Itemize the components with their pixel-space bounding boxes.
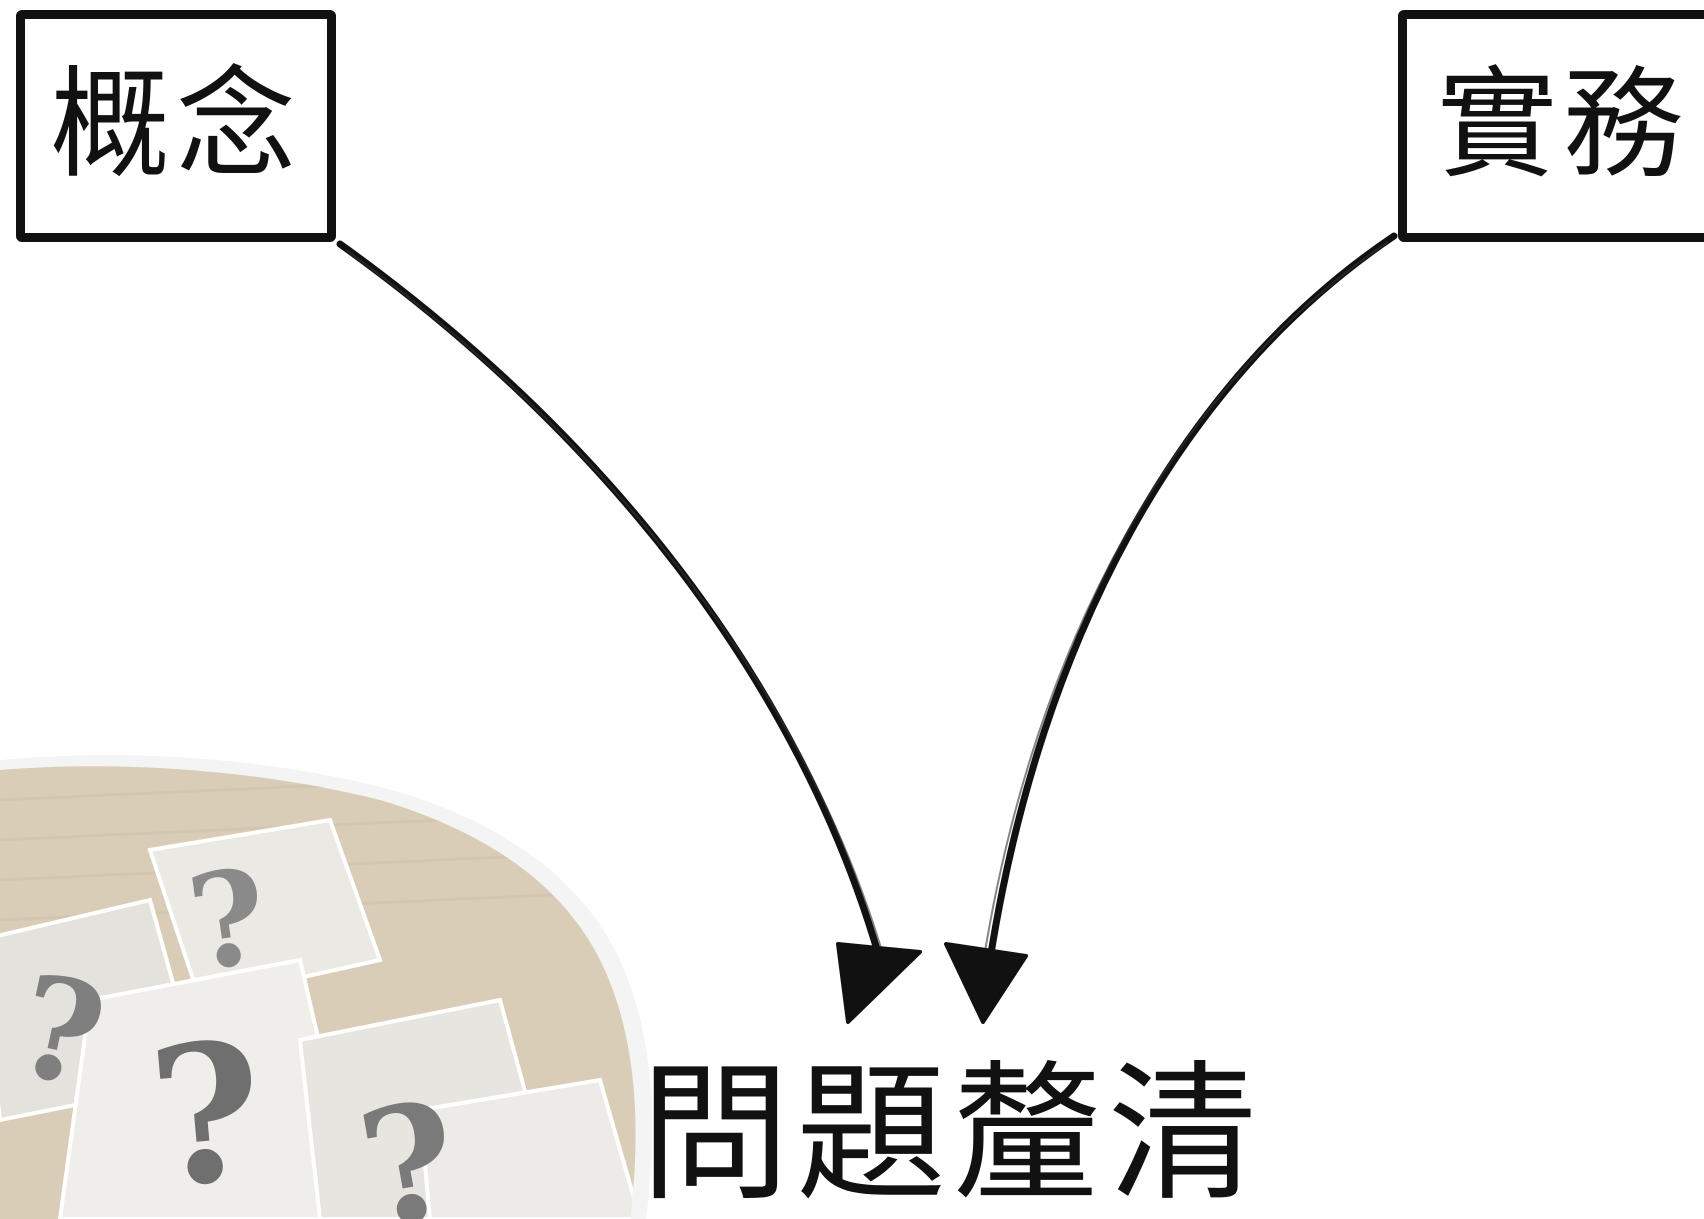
arrowhead-left	[836, 942, 922, 1024]
edge-concept-to-clarification	[336, 240, 922, 1024]
arrowhead-right	[944, 942, 1028, 1024]
practice-box: 實務	[1398, 10, 1704, 242]
concept-label: 概念	[50, 56, 302, 195]
concept-box: 概念	[16, 10, 336, 242]
edge-practice-to-clarification	[944, 232, 1398, 1024]
practice-label: 實務	[1437, 56, 1689, 195]
svg-text:?: ?	[142, 999, 272, 1219]
clarification-label: 問題釐清	[640, 1048, 1265, 1219]
